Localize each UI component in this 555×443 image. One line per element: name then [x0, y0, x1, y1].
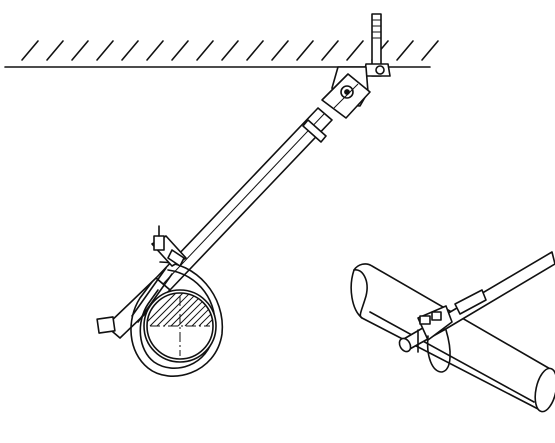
- clamp-strap-inner: [139, 269, 216, 369]
- pipe-clamp-side: [130, 225, 224, 377]
- hatch-stroke: [271, 40, 289, 61]
- pipe-hatch-stroke: [163, 295, 195, 327]
- clamp-strap-outer: [130, 261, 224, 377]
- diagonal-brace-tube: [96, 107, 333, 339]
- pipe-hatch-stroke: [146, 292, 177, 323]
- hatch-stroke: [246, 40, 264, 61]
- perspective-rod-collar: [454, 289, 487, 315]
- hatch-stroke: [121, 40, 139, 61]
- pipe-hatch-stroke: [184, 304, 207, 327]
- ceiling-rod-assembly: [321, 13, 391, 119]
- hatch-stroke: [221, 40, 239, 61]
- tube-end-cap: [96, 316, 116, 334]
- pipe-section-hatch: [146, 292, 213, 327]
- pipe-hatch-stroke: [149, 292, 184, 327]
- hatch-stroke: [171, 40, 189, 61]
- hatch-stroke: [346, 40, 364, 61]
- pipe-section: [143, 289, 217, 363]
- hatch-stroke: [421, 40, 439, 61]
- pipe-hatch-stroke: [170, 298, 199, 327]
- pipe-right-end: [534, 367, 555, 413]
- pipe-hatch-stroke: [156, 293, 190, 327]
- pipe-hatch-stroke: [177, 301, 203, 327]
- hatch-stroke: [71, 40, 89, 61]
- pipe-left-end: [353, 269, 368, 319]
- hatch-stroke: [146, 40, 164, 61]
- hatch-stroke: [321, 40, 339, 61]
- perspective-detail-view: [350, 251, 555, 413]
- tube-collar: [302, 119, 327, 143]
- cylinder-pipe: [350, 263, 553, 411]
- hatch-stroke: [396, 40, 414, 61]
- perspective-brace-rod: [439, 251, 555, 331]
- hatch-stroke: [21, 40, 39, 61]
- ceiling-hatching: [21, 40, 439, 61]
- perspective-clamp-body: [417, 305, 453, 341]
- pipe-hatch-stroke: [191, 309, 209, 327]
- perspective-clamp-nut: [419, 315, 431, 325]
- hatch-stroke: [96, 40, 114, 61]
- hatch-stroke: [196, 40, 214, 61]
- hatch-stroke: [46, 40, 64, 61]
- perspective-clamp-strap: [426, 329, 451, 373]
- clamp-nut: [153, 235, 165, 251]
- pipe-hatch-stroke: [198, 313, 212, 327]
- hatch-stroke: [296, 40, 314, 61]
- perspective-rod-cap: [398, 337, 412, 353]
- pipe-hatch-stroke: [205, 319, 213, 327]
